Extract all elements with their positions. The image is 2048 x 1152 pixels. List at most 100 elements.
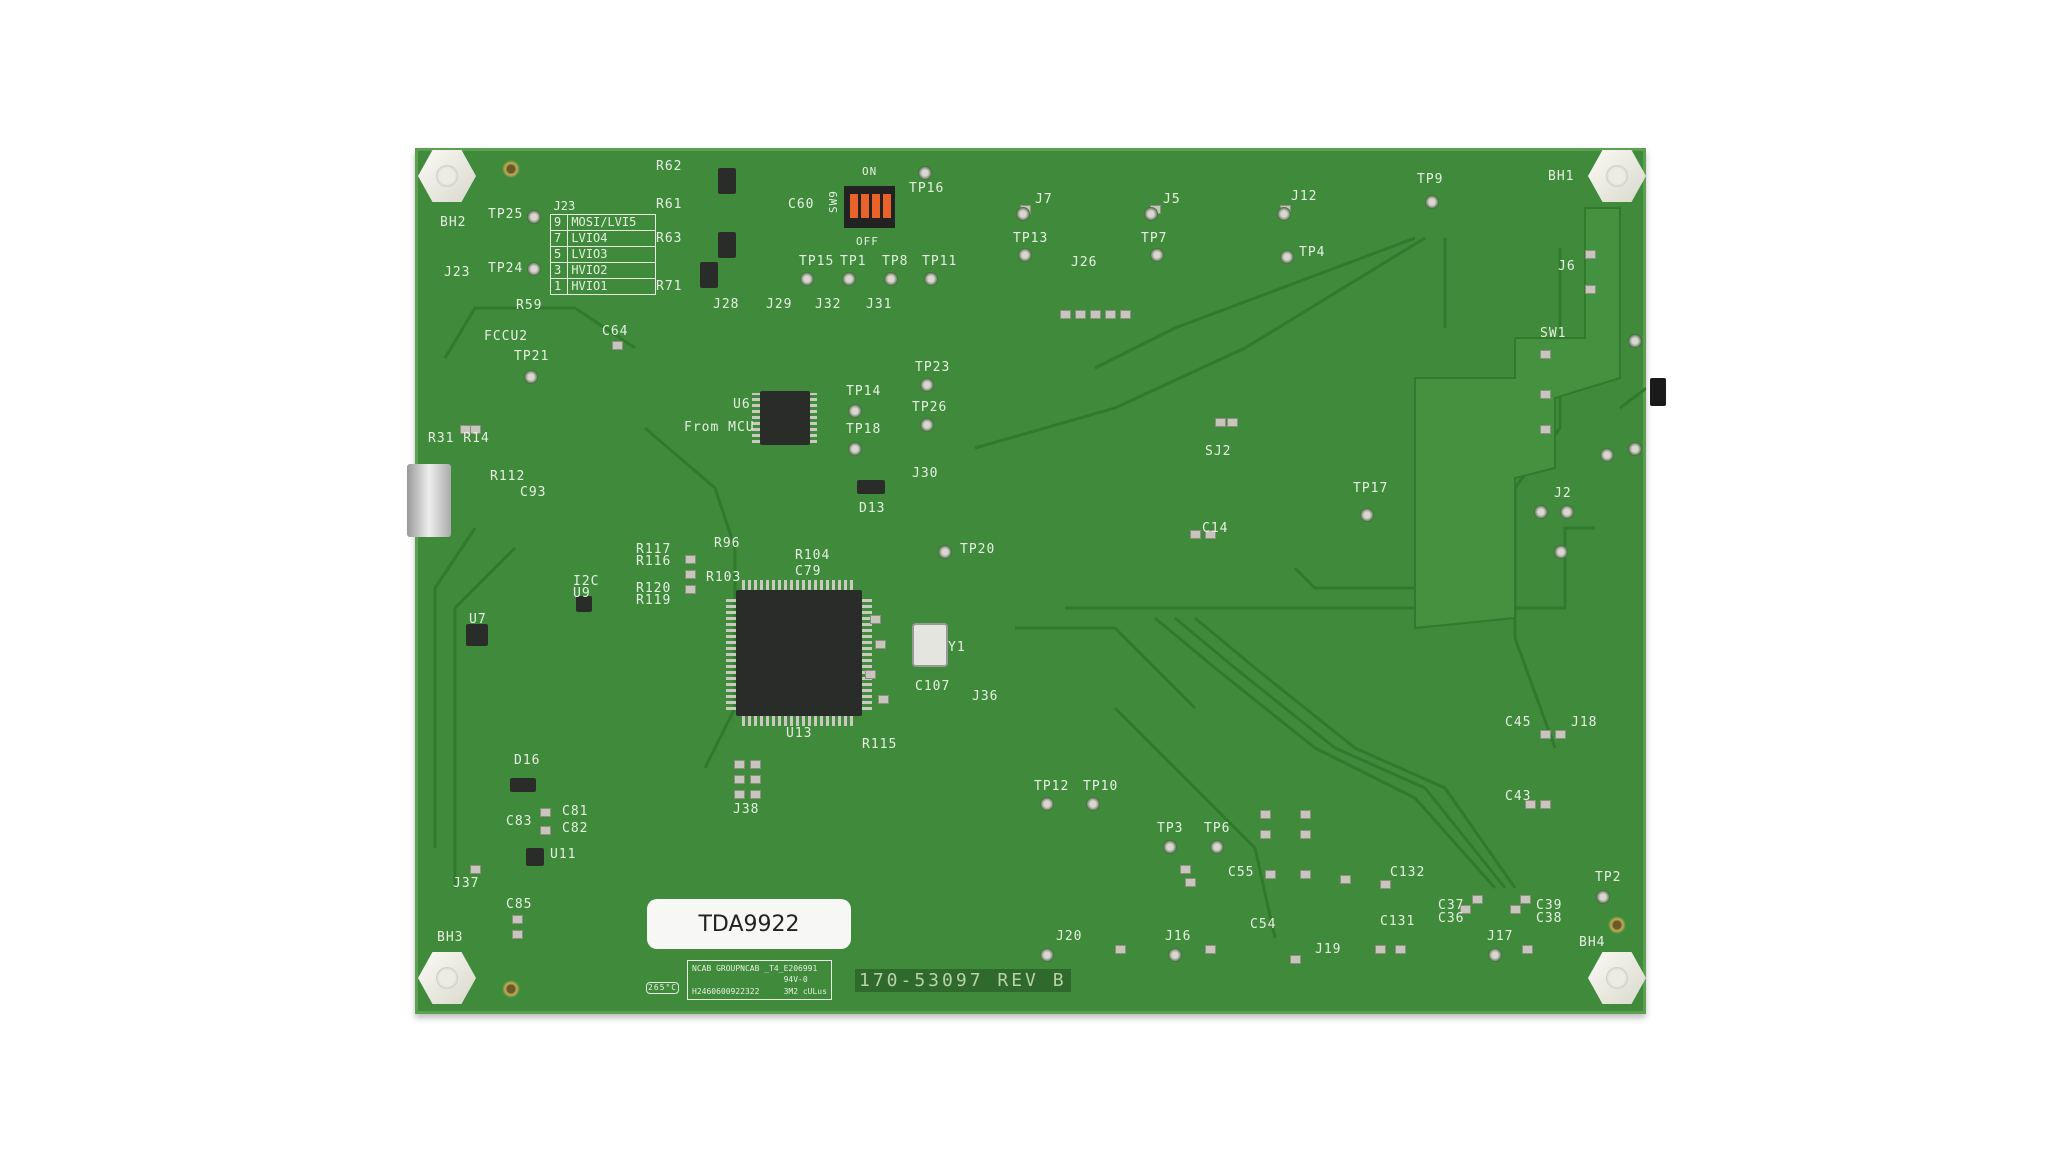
test-point[interactable] <box>918 166 932 180</box>
test-point[interactable] <box>1210 840 1224 854</box>
smd-pad <box>750 790 761 799</box>
silk-label: TP7 <box>1141 231 1168 246</box>
smd-pad <box>1540 730 1551 739</box>
smd-pad <box>750 775 761 784</box>
silk-label: BH4 <box>1579 935 1606 950</box>
test-point[interactable] <box>848 404 862 418</box>
test-point[interactable] <box>842 272 856 286</box>
silk-label: TP11 <box>922 254 958 269</box>
smd-pad <box>470 425 481 434</box>
ncab-text: NCAB GROUP <box>692 964 741 973</box>
pin-number: 9 <box>549 214 569 231</box>
test-point[interactable] <box>1150 248 1164 262</box>
silk-label: J18 <box>1571 715 1598 730</box>
smd-pad <box>1075 310 1086 319</box>
test-point[interactable] <box>1040 797 1054 811</box>
smd-pad <box>1290 955 1301 964</box>
test-point[interactable] <box>1360 508 1374 522</box>
smd-pad <box>1260 810 1271 819</box>
test-point[interactable] <box>1560 505 1574 519</box>
smd-pad <box>1472 895 1483 904</box>
test-point[interactable] <box>1016 207 1030 221</box>
silk-label: J7 <box>1035 192 1053 207</box>
usb-connector[interactable] <box>407 464 451 537</box>
smd-pad <box>512 930 523 939</box>
test-point[interactable] <box>1425 195 1439 209</box>
silk-label: R63 <box>656 231 683 246</box>
silk-label: TP1 <box>840 254 867 269</box>
diode-d16 <box>510 778 536 792</box>
silk-label: J2 <box>1554 486 1572 501</box>
silk-label: J6 <box>1558 259 1576 274</box>
test-point[interactable] <box>920 378 934 392</box>
test-point[interactable] <box>924 272 938 286</box>
test-point[interactable] <box>1488 948 1502 962</box>
silk-label: R116 <box>636 554 672 569</box>
silk-label: J28 <box>713 297 740 312</box>
smd-pad <box>1300 870 1311 879</box>
silk-label: J37 <box>453 876 480 891</box>
test-point[interactable] <box>1277 207 1291 221</box>
smd-pad <box>1380 880 1391 889</box>
silk-label: J5 <box>1163 192 1181 207</box>
silk-label: R96 <box>714 536 741 551</box>
silk-label: TP25 <box>488 207 524 222</box>
test-point[interactable] <box>1628 334 1642 348</box>
test-point[interactable] <box>848 442 862 456</box>
test-point[interactable] <box>1554 545 1568 559</box>
product-label: TDA9922 <box>647 899 851 949</box>
silk-label: TP13 <box>1013 231 1049 246</box>
mounting-hole <box>502 980 520 998</box>
silk-label: BH1 <box>1548 169 1575 184</box>
silk-label: R119 <box>636 593 672 608</box>
silk-label: TP23 <box>915 360 951 375</box>
test-point[interactable] <box>1163 840 1177 854</box>
transistor-q2 <box>718 168 736 194</box>
test-point[interactable] <box>1040 948 1054 962</box>
silk-label: R117 <box>636 542 672 557</box>
test-point[interactable] <box>1596 890 1610 904</box>
test-point[interactable] <box>527 210 541 224</box>
standoff-bh3 <box>418 952 476 1004</box>
smd-pad <box>685 555 696 564</box>
silk-label: C107 <box>915 679 951 694</box>
silk-label: C131 <box>1380 914 1416 929</box>
smd-pad <box>1120 310 1131 319</box>
test-point[interactable] <box>1086 797 1100 811</box>
silk-label: TP16 <box>909 181 945 196</box>
test-point[interactable] <box>800 272 814 286</box>
silk-label: R62 <box>656 159 683 174</box>
test-point[interactable] <box>1600 448 1614 462</box>
silk-label: J26 <box>1071 255 1098 270</box>
test-point[interactable] <box>1018 248 1032 262</box>
smd-pad <box>1375 945 1386 954</box>
slide-switch-sw1[interactable] <box>1650 378 1666 406</box>
dip-switch-sw9[interactable] <box>844 186 895 228</box>
smd-pad <box>512 915 523 924</box>
test-point[interactable] <box>1534 505 1548 519</box>
silk-label: I2C <box>573 574 600 589</box>
smd-pad <box>1060 310 1071 319</box>
silk-label: TP24 <box>488 261 524 276</box>
smd-pad <box>1205 945 1216 954</box>
pin-number: 1 <box>549 278 569 295</box>
test-point[interactable] <box>920 418 934 432</box>
test-point[interactable] <box>938 545 952 559</box>
test-point[interactable] <box>1280 250 1294 264</box>
silk-label: R103 <box>706 570 742 585</box>
copper-traces <box>433 207 1646 939</box>
test-point[interactable] <box>884 272 898 286</box>
test-point[interactable] <box>1144 207 1158 221</box>
smd-pad <box>1260 830 1271 839</box>
pin-name: LVIO3 <box>567 246 656 263</box>
silk-label: TP18 <box>846 422 882 437</box>
test-point[interactable] <box>524 370 538 384</box>
silk-label: J16 <box>1165 929 1192 944</box>
test-point[interactable] <box>527 262 541 276</box>
test-point[interactable] <box>1628 442 1642 456</box>
test-point[interactable] <box>1168 948 1182 962</box>
pin-name: MOSI/LVI5 <box>567 214 656 231</box>
chip-u6 <box>760 391 810 445</box>
silk-label: D16 <box>514 753 541 768</box>
silk-label: C37 <box>1438 898 1465 913</box>
